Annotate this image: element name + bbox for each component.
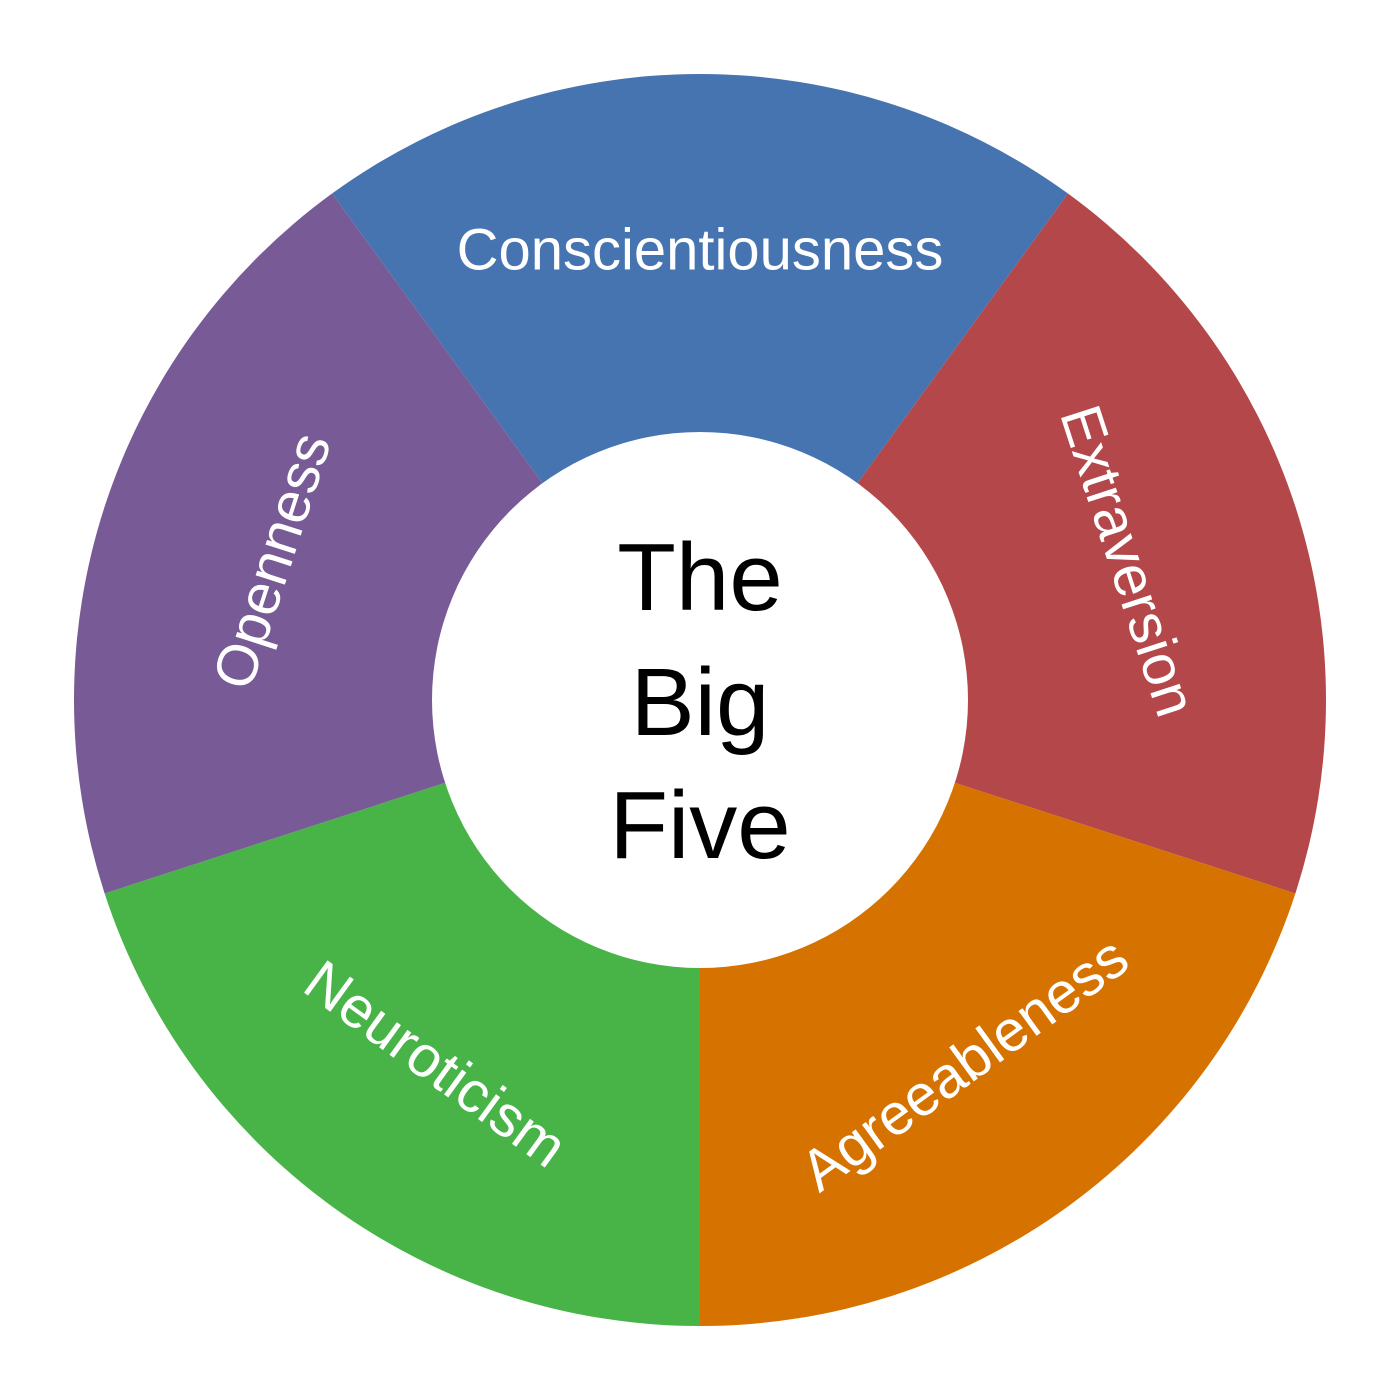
center-title-line-1: The bbox=[617, 524, 782, 631]
center-circle bbox=[432, 432, 968, 968]
segment-conscientiousness bbox=[332, 74, 1068, 701]
center-title-line-2: Big bbox=[631, 649, 770, 756]
center-title: The Big Five bbox=[609, 524, 790, 879]
segment-label-conscientiousness: Conscientiousness bbox=[457, 218, 944, 283]
center-title-line-3: Five bbox=[609, 772, 790, 879]
